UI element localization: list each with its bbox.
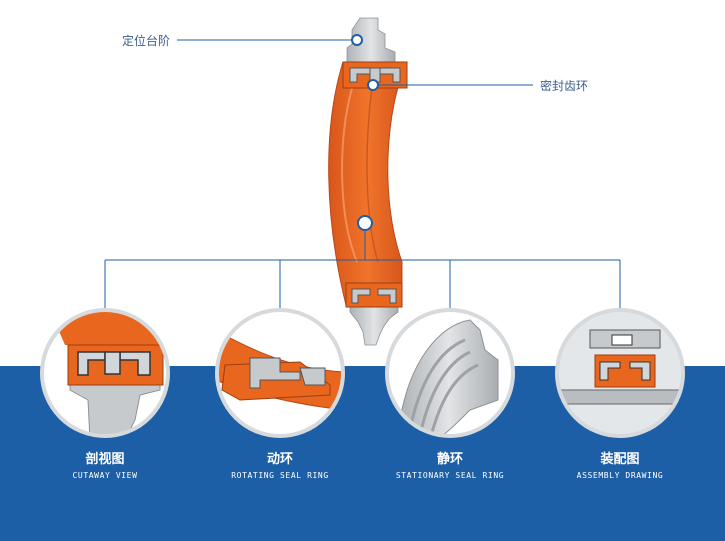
view-caption-assembly-zh: 装配图 — [600, 452, 640, 467]
view-caption-rotating: 动环 ROTATING SEAL RING — [205, 452, 355, 482]
view-caption-stationary: 静环 STATIONARY SEAL RING — [375, 452, 525, 482]
view-caption-stationary-en: STATIONARY SEAL RING — [395, 471, 505, 480]
marker-dot-sealing-tooth — [367, 79, 379, 91]
callout-sealing-tooth-ring: 密封齿环 — [540, 79, 589, 93]
main-seal-ring — [328, 17, 408, 346]
marker-dot-positioning-step — [351, 34, 363, 46]
view-caption-cutaway-en: CUTAWAY VIEW — [72, 471, 138, 480]
view-caption-rotating-zh: 动环 — [266, 452, 293, 467]
assembly-view-circle — [555, 308, 685, 438]
bottom-positioning-step — [349, 304, 399, 346]
view-caption-stationary-zh: 静环 — [436, 452, 463, 467]
view-caption-assembly: 装配图 ASSEMBLY DRAWING — [545, 452, 695, 482]
rotating-ring-view-circle — [215, 308, 345, 438]
view-caption-cutaway: 剖视图 CUTAWAY VIEW — [30, 452, 180, 482]
cutaway-view-circle — [40, 308, 170, 438]
stationary-ring-view-circle — [385, 308, 515, 438]
callout-positioning-step: 定位台阶 — [122, 34, 171, 48]
view-caption-cutaway-zh: 剖视图 — [85, 452, 125, 467]
view-caption-rotating-en: ROTATING SEAL RING — [231, 471, 329, 480]
view-caption-assembly-en: ASSEMBLY DRAWING — [576, 471, 664, 480]
marker-dot-center — [357, 215, 373, 231]
